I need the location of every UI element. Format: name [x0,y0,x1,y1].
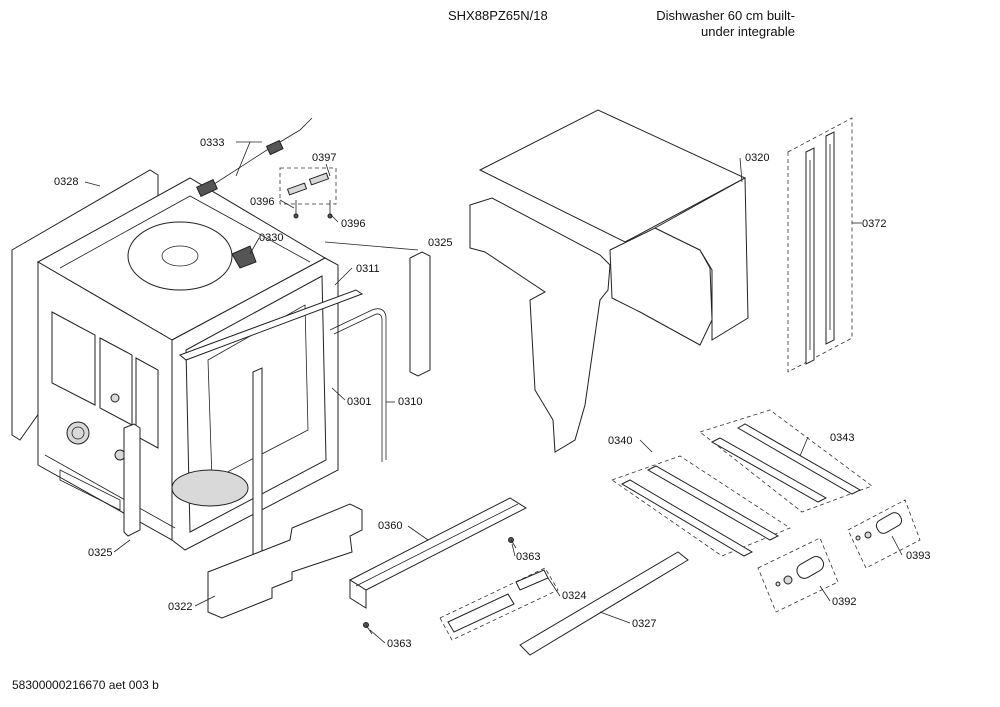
callout-0397: 0397 [312,152,336,164]
part-0325-spacer-top[interactable] [409,251,431,377]
callout-0372: 0372 [862,218,886,230]
callout-0327: 0327 [632,618,656,630]
callout-0330: 0330 [259,232,283,244]
callout-0301: 0301 [347,396,371,408]
part-0343-rail-set[interactable] [699,409,873,513]
callout-0360: 0360 [378,520,402,532]
leader-lines [84,141,903,644]
part-0322-lower-panel[interactable] [207,503,363,619]
description-line-1: Dishwasher 60 cm built- [656,8,795,23]
callout-0363-top: 0363 [516,551,540,563]
part-0320-insulation-cover[interactable] [469,109,749,453]
description-line-2: under integrable [701,24,795,39]
callout-0396-right: 0396 [341,218,365,230]
callout-0324: 0324 [562,590,586,602]
callout-0363-bottom: 0363 [387,638,411,650]
callout-0393: 0393 [906,550,930,562]
callout-0325-bottom: 0325 [88,547,112,559]
part-0372-side-trims[interactable] [787,117,853,373]
part-0324-pads[interactable] [439,567,559,641]
part-0325-spacer-bottom[interactable] [123,423,141,537]
part-0363-screw-b[interactable] [363,622,373,635]
model-number: SHX88PZ65N/18 [448,8,548,23]
callout-0322: 0322 [168,601,192,613]
drawing-id: 58300000216670 aet 003 b [12,678,159,692]
part-0397-0396-clips[interactable] [279,167,337,219]
part-0327-kick-strip[interactable] [519,551,689,656]
part-0360-channel[interactable] [348,497,528,609]
part-0392-caps[interactable] [757,537,839,613]
callout-0396-left: 0396 [250,196,274,208]
callout-0340: 0340 [608,435,632,447]
callout-0310: 0310 [398,396,422,408]
part-0340-rail-set[interactable] [611,455,791,557]
callout-0328: 0328 [54,176,78,188]
part-0301-seal-strip[interactable] [252,367,263,561]
part-0310-gasket[interactable] [329,308,387,462]
appliance-description: Dishwasher 60 cm built- under integrable [630,8,795,40]
callout-0320: 0320 [745,152,769,164]
callout-0392: 0392 [832,596,856,608]
callout-0343: 0343 [830,432,854,444]
part-0393-caps[interactable] [847,499,921,569]
part-0363-screw-a[interactable] [508,537,517,549]
callout-0311: 0311 [356,263,380,275]
part-0311-door-seal[interactable] [179,289,364,361]
callout-0333: 0333 [200,137,224,149]
callout-0325-top: 0325 [428,237,452,249]
part-0330-bracket[interactable] [231,245,257,269]
part-0333-cable-harness[interactable] [196,117,313,197]
